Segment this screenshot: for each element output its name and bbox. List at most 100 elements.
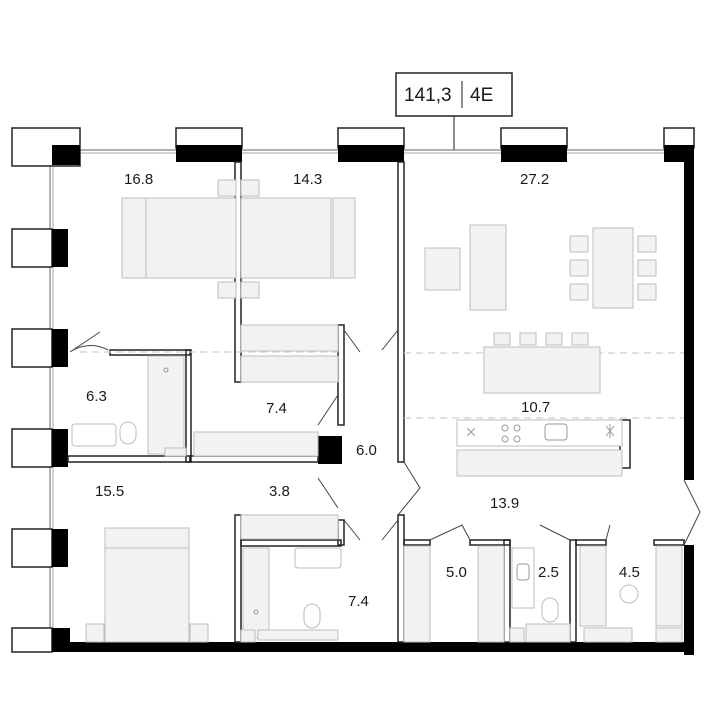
wall-east-upper (684, 160, 694, 480)
pouf (217, 179, 237, 197)
cabinet (655, 545, 683, 627)
chair (637, 283, 657, 301)
toilet (303, 603, 321, 629)
drain-icon (253, 609, 259, 615)
partition-wc-laundry (569, 539, 577, 643)
washbasin (71, 423, 117, 447)
floor-mat (257, 629, 339, 641)
kitchen-island (483, 346, 601, 394)
room-area-living: 27.2 (520, 171, 549, 188)
partition-storage-top (403, 539, 431, 546)
wc-fixtures (509, 547, 571, 643)
partition-laundry-top-2 (653, 539, 685, 546)
towel-rail (164, 447, 187, 457)
partition-bath-s-top (240, 539, 342, 547)
wall-west-1 (52, 229, 68, 267)
chair (637, 259, 657, 277)
wardrobe-unit (240, 514, 339, 540)
wall-block-n1 (176, 145, 242, 162)
toilet (541, 597, 559, 623)
room-area-bedroom-nw: 16.8 (124, 171, 153, 188)
washing-machine (619, 584, 639, 604)
bar-stool (571, 332, 589, 346)
floor-mat (525, 623, 571, 643)
hob-burner-icon (513, 435, 521, 443)
pier-west-3 (11, 428, 53, 468)
facade-piers (11, 127, 695, 653)
unit-type: 4E (470, 85, 493, 106)
door-entrance (683, 479, 701, 546)
room-area-bedroom-sw: 15.5 (95, 483, 124, 500)
laundry-fixtures (579, 545, 683, 643)
pouf (217, 281, 237, 299)
dining-table (592, 227, 634, 309)
door-hall-north (343, 329, 399, 353)
room-area-wc: 2.5 (538, 564, 559, 581)
chair (569, 283, 589, 301)
room-area-bath-s: 7.4 (348, 593, 369, 610)
pouf (240, 281, 260, 299)
armchair (424, 247, 461, 291)
shelf-unit (477, 545, 505, 643)
partition-storage-wc (503, 539, 511, 643)
door-hall-east (397, 461, 421, 516)
room-area-kitchen-corridor: 13.9 (490, 495, 519, 512)
corridor-wardrobe (193, 431, 319, 457)
bath-w-fixtures (71, 355, 187, 457)
bed (240, 197, 332, 279)
snowflake-icon (605, 424, 615, 438)
bed-sw (85, 514, 339, 643)
wall-west-3 (52, 429, 68, 467)
wall-south (52, 642, 694, 652)
bed-nw (121, 179, 237, 299)
door-bath-s (343, 519, 399, 541)
pier-sw-corner (11, 627, 53, 653)
towel-rail (509, 627, 525, 643)
chair (569, 235, 589, 253)
partition-laundry-top (575, 539, 607, 546)
pouf (240, 179, 260, 197)
bar-stool (519, 332, 537, 346)
room-area-storage: 5.0 (446, 564, 467, 581)
bed (104, 547, 190, 643)
room-labels: 16.8 14.3 27.2 6.3 7.4 6.0 10.7 15.5 3.8… (86, 171, 640, 610)
partition-hall-left (337, 324, 345, 426)
wardrobe-unit (193, 431, 319, 457)
room-area-bedroom-n: 14.3 (293, 171, 322, 188)
area-tag: 141,3 4E (395, 72, 513, 150)
storage-fixtures (403, 545, 505, 643)
room-area-dining: 10.7 (521, 399, 550, 416)
bed-n (240, 179, 356, 383)
doors (69, 329, 701, 546)
hob-burner-icon (501, 435, 509, 443)
hob-burner-icon (501, 424, 509, 432)
x-mark-icon (466, 427, 476, 437)
wall-block-n2 (338, 145, 404, 162)
partition-bath-w-bottom (67, 455, 191, 463)
room-area-laundry: 4.5 (619, 564, 640, 581)
shelf-unit (403, 545, 431, 643)
wall-west-4 (52, 529, 68, 567)
towel-rail (240, 629, 256, 643)
pier-west-4 (11, 528, 53, 568)
washbasin (294, 547, 342, 569)
partition-wardrobe (189, 455, 319, 463)
pier-west-2 (11, 328, 53, 368)
room-area-wardrobe: 3.8 (269, 483, 290, 500)
cabinet (579, 545, 607, 627)
door-hall-west (317, 394, 339, 509)
pier-west-1 (11, 228, 53, 268)
living-furniture (424, 224, 657, 311)
kitchen-furniture (456, 419, 623, 477)
sofa (469, 224, 507, 311)
room-area-corridor-w: 7.4 (266, 400, 287, 417)
wall-core-column (318, 436, 342, 464)
bathtub (242, 547, 270, 639)
nightstand (121, 197, 147, 279)
partition-central-upper (397, 161, 405, 463)
nightstand (85, 623, 105, 643)
bathtub (147, 355, 185, 455)
total-area: 141,3 (404, 85, 452, 106)
area-tag-frame (395, 72, 513, 117)
